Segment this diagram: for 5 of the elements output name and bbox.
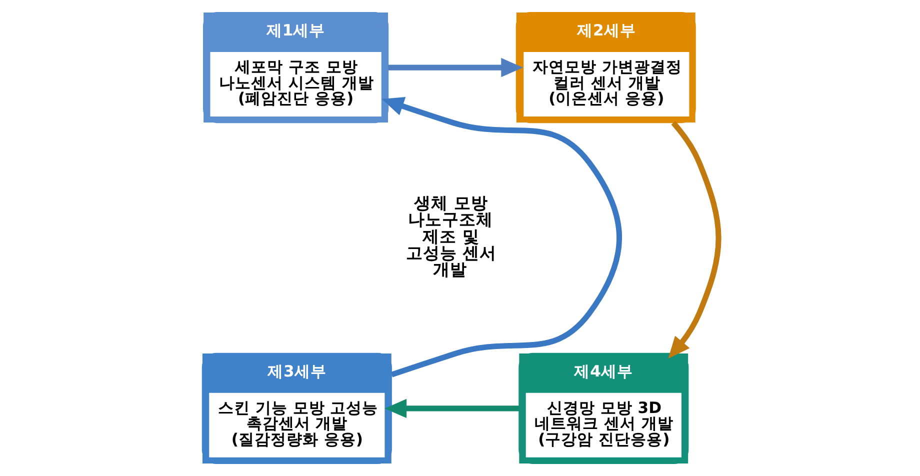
arrow — [381, 97, 622, 378]
arrow — [384, 398, 519, 418]
arrow — [388, 58, 523, 78]
node-text: 생체 모방 나노구조체 제조 및 고성능 센서 개발 — [405, 194, 496, 280]
arrow — [668, 121, 721, 359]
